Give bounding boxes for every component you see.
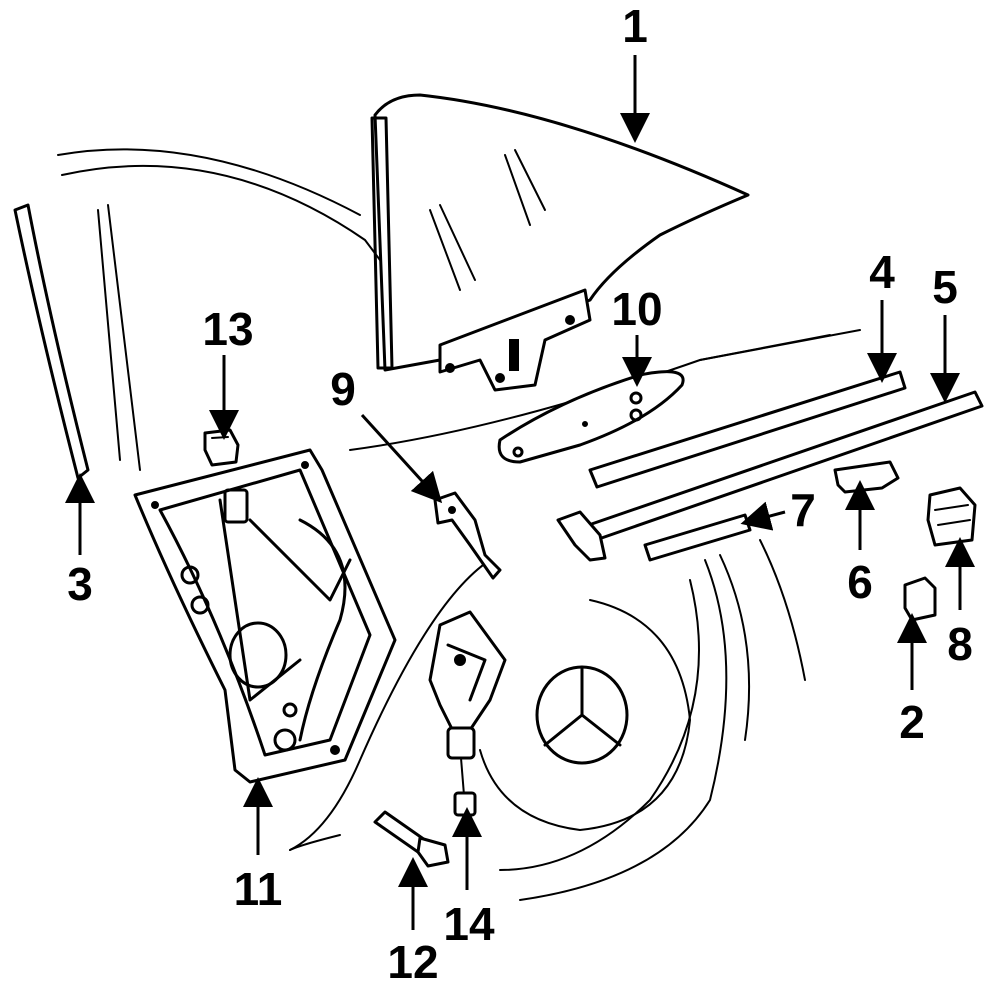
outer-belt-strip (556, 390, 984, 562)
callout-2: 2 (899, 696, 925, 748)
callout-5: 5 (932, 261, 958, 313)
callout-9: 9 (330, 363, 356, 415)
callout-10: 10 (611, 283, 662, 335)
clip-part-2 (903, 576, 937, 622)
leader-lines (65, 55, 975, 930)
callout-14: 14 (443, 898, 495, 950)
plate-part-10 (497, 370, 685, 464)
callout-8: 8 (947, 618, 973, 670)
callout-4: 4 (869, 246, 895, 298)
door-glass (370, 93, 750, 392)
regulator-motor (428, 610, 507, 817)
bracket-part-9 (433, 491, 502, 580)
wheel (479, 599, 691, 831)
callout-6: 6 (847, 556, 873, 608)
window-regulator-frame (133, 448, 397, 784)
callout-3: 3 (67, 558, 93, 610)
callout-13: 13 (202, 303, 253, 355)
run-channel-strip (13, 203, 90, 480)
seal-part-7 (643, 513, 752, 562)
clip-part-8 (926, 486, 977, 547)
car-body-outline (57, 148, 861, 901)
leader-9 (360, 413, 443, 504)
clip-part-6 (833, 460, 900, 494)
clip-part-13 (203, 428, 240, 467)
leader-7 (740, 501, 786, 531)
inner-belt-strip (588, 370, 907, 489)
callout-labels: 1 2 3 4 5 6 7 8 9 10 11 12 13 14 (67, 0, 973, 988)
callout-12: 12 (387, 936, 438, 988)
callout-7: 7 (790, 484, 816, 536)
callout-11: 11 (234, 863, 283, 915)
callout-1: 1 (622, 0, 648, 52)
bolt-part-12 (373, 810, 450, 868)
